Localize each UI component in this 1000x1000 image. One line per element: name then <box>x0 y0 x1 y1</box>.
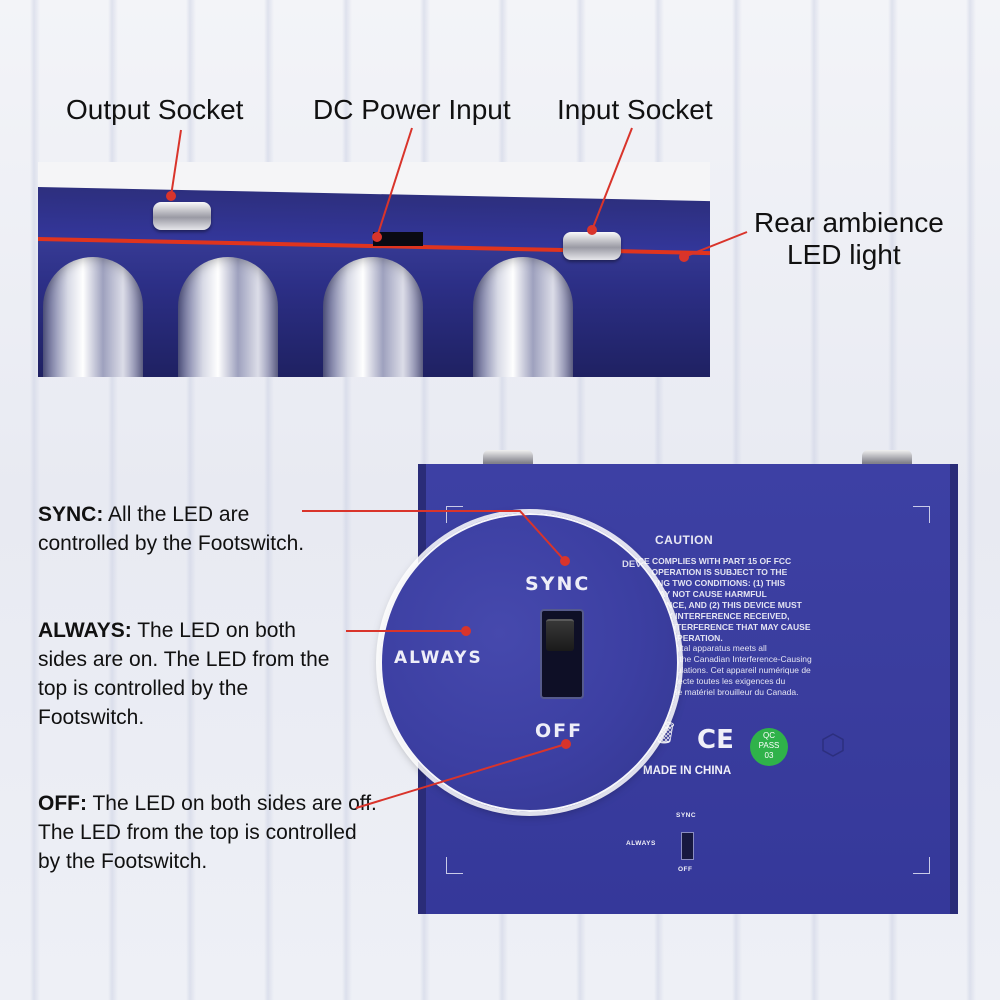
switch-knob[interactable] <box>546 619 574 651</box>
knob-2 <box>178 257 278 377</box>
label-led-light: LED light <box>787 239 901 270</box>
off-description: OFF: The LED on both sides are off. The … <box>38 789 378 876</box>
dc-power-port <box>373 232 423 246</box>
qc-pass-sticker: QC PASS 03 <box>750 728 788 766</box>
corner-mark <box>913 506 930 523</box>
magnified-sync-label: SYNC <box>525 573 591 595</box>
led-mode-switch[interactable] <box>681 832 694 860</box>
caution-canada-text: This Class B digital apparatus meets all… <box>618 643 812 697</box>
qc-line1: QC <box>763 731 775 740</box>
magnified-off-label: OFF <box>535 720 584 742</box>
switch-magnifier: DEVICE COMPLIES WITH PART 15 OF SYNC ALW… <box>380 513 679 812</box>
off-title: OFF: <box>38 792 87 815</box>
corner-mark <box>446 857 463 874</box>
pedal-top-photo <box>38 162 710 377</box>
sync-text: All the LED are controlled by the Footsw… <box>38 503 305 555</box>
always-description: ALWAYS: The LED on both sides are on. Th… <box>38 616 338 732</box>
knob-1 <box>43 257 143 377</box>
qc-line3: 03 <box>764 751 774 760</box>
magnified-led-mode-switch[interactable] <box>540 609 584 699</box>
small-switch-always-label: ALWAYS <box>626 840 656 847</box>
label-input-socket: Input Socket <box>557 94 713 125</box>
sync-description: SYNC: All the LED are controlled by the … <box>38 500 338 558</box>
output-jack <box>153 202 211 230</box>
corner-mark <box>446 506 463 523</box>
small-switch-sync-label: SYNC <box>676 812 697 819</box>
knob-3 <box>323 257 423 377</box>
label-output-socket: Output Socket <box>66 94 244 125</box>
corner-mark <box>913 857 930 874</box>
hex-screw-icon <box>822 733 844 757</box>
label-dc-power-input: DC Power Input <box>313 94 511 125</box>
always-title: ALWAYS: <box>38 619 132 642</box>
magnified-caution-fragment: DEVICE COMPLIES WITH PART 15 OF <box>622 559 677 570</box>
ce-mark: CE <box>697 725 734 755</box>
knob-4 <box>473 257 573 377</box>
caution-title: CAUTION <box>655 533 714 547</box>
qc-line2: PASS <box>758 741 780 750</box>
always-text: The LED on both sides are on. The LED fr… <box>38 619 330 729</box>
small-switch-off-label: OFF <box>678 866 693 873</box>
made-in-label: MADE IN CHINA <box>643 765 732 777</box>
magnified-always-label: ALWAYS <box>394 648 483 668</box>
sync-title: SYNC: <box>38 503 104 526</box>
input-jack <box>563 232 621 260</box>
off-text: The LED on both sides are off. The LED f… <box>38 792 377 873</box>
label-rear-ambience: Rear ambience <box>754 207 944 238</box>
